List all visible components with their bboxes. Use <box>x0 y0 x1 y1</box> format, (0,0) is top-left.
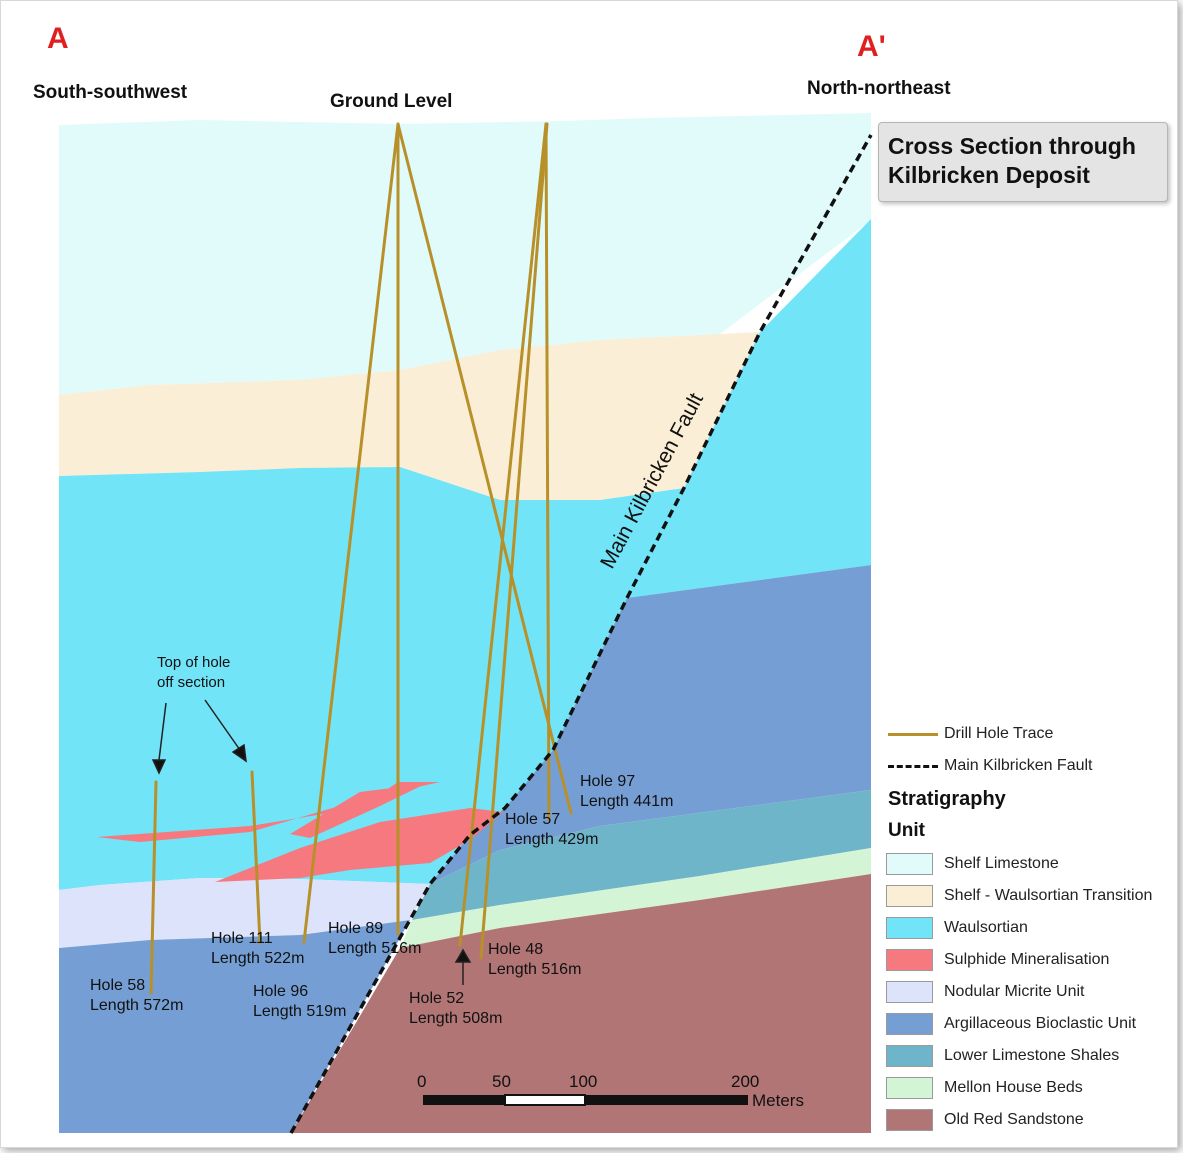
legend-swatch <box>886 1109 933 1131</box>
legend-drill-hole-symbol <box>888 733 938 736</box>
annotation-top-of-hole-line1: Top of hole <box>157 654 231 671</box>
hole-57-length: Length 429m <box>505 831 599 848</box>
legend-unit-label: Shelf - Waulsortian Transition <box>944 887 1153 904</box>
legend-fault-symbol <box>888 765 938 768</box>
ground-level-label: Ground Level <box>330 91 453 112</box>
legend-swatch <box>886 885 933 907</box>
legend-unit-label: Shelf Limestone <box>944 855 1059 872</box>
hole-58-length: Length 572m <box>90 997 184 1014</box>
section-start-label: A <box>47 22 69 55</box>
legend-unit-label: Old Red Sandstone <box>944 1111 1084 1128</box>
drill-hole-52 <box>458 122 548 947</box>
legend-unit-label: Lower Limestone Shales <box>944 1047 1120 1064</box>
drill-hole-111 <box>250 770 262 945</box>
scale-unit: Meters <box>752 1091 804 1110</box>
direction-left-label: South-southwest <box>33 82 188 103</box>
hole-111-length: Length 522m <box>211 950 305 967</box>
hole-96-length: Length 519m <box>253 1003 347 1020</box>
layer-old-red-sandstone <box>291 874 871 1133</box>
legend-swatch <box>886 1045 933 1067</box>
drill-hole-58 <box>149 780 158 995</box>
layer-shelf-limestone <box>59 113 871 395</box>
title-box: Cross Section through Kilbricken Deposit <box>878 122 1168 202</box>
legend-swatch <box>886 1013 933 1035</box>
layer-lower-limestone-shales <box>412 790 871 920</box>
legend-swatch <box>886 917 933 939</box>
hole-111-name: Hole 111 <box>211 930 273 947</box>
legend-swatch <box>886 1077 933 1099</box>
sulphide-lens-3 <box>290 784 425 838</box>
legend-unit-label: Argillaceous Bioclastic Unit <box>944 1015 1137 1032</box>
hole-89-length: Length 516m <box>328 940 422 957</box>
legend-heading: Stratigraphy <box>888 788 1006 810</box>
scale-tick-50: 50 <box>492 1072 511 1091</box>
hole-58-name: Hole 58 <box>90 977 146 994</box>
hole-96-name: Hole 96 <box>253 983 309 1000</box>
section-end-label: A' <box>857 30 886 63</box>
layer-transition <box>59 332 760 500</box>
drill-hole-48 <box>479 122 549 960</box>
legend-unit-label: Waulsortian <box>944 919 1028 936</box>
hole-48-length: Length 516m <box>488 961 582 978</box>
legend-unit-label: Sulphide Mineralisation <box>944 951 1110 968</box>
legend-drill-hole-label: Drill Hole Trace <box>944 725 1054 742</box>
legend-swatch <box>886 853 933 875</box>
scale-tick-200: 200 <box>731 1072 760 1091</box>
title-line-1: Cross Section through <box>888 133 1136 159</box>
layer-waulsortian <box>59 219 871 890</box>
legend-swatch <box>886 981 933 1003</box>
annotation-arrows <box>151 699 472 985</box>
main-kilbricken-fault-line <box>289 134 873 1134</box>
direction-right-label: North-northeast <box>807 78 951 99</box>
legend-unit-label: Nodular Micrite Unit <box>944 983 1085 1000</box>
hole-97-length: Length 441m <box>580 793 674 810</box>
sulphide-lens-2 <box>215 808 503 882</box>
drill-hole-57 <box>544 122 551 822</box>
drill-hole-97 <box>396 122 573 815</box>
hole-57-name: Hole 57 <box>505 811 561 828</box>
legend-subheading: Unit <box>888 820 925 841</box>
hole-52-length: Length 508m <box>409 1010 503 1027</box>
layer-argillaceous-bioclastic-left <box>59 920 410 1133</box>
drill-hole-traces <box>149 122 573 995</box>
title-line-2: Kilbricken Deposit <box>888 162 1090 188</box>
hole-52-name: Hole 52 <box>409 990 465 1007</box>
scale-bar <box>423 1094 748 1106</box>
hole-89-name: Hole 89 <box>328 920 384 937</box>
stratigraphy-layers <box>59 113 871 1133</box>
scale-tick-100: 100 <box>569 1072 598 1091</box>
hole-97-name: Hole 97 <box>580 773 636 790</box>
drill-hole-96 <box>302 122 400 944</box>
hole-48-name: Hole 48 <box>488 941 544 958</box>
legend-fault-label: Main Kilbricken Fault <box>944 757 1093 774</box>
annotation-top-of-hole-line2: off section <box>157 674 226 691</box>
legend-swatch <box>886 949 933 971</box>
layer-argillaceous-bioclastic-right <box>430 565 871 884</box>
legend-unit-label: Mellon House Beds <box>944 1079 1083 1096</box>
scale-tick-0: 0 <box>417 1072 427 1091</box>
layer-mellon-house-beds <box>400 848 871 948</box>
